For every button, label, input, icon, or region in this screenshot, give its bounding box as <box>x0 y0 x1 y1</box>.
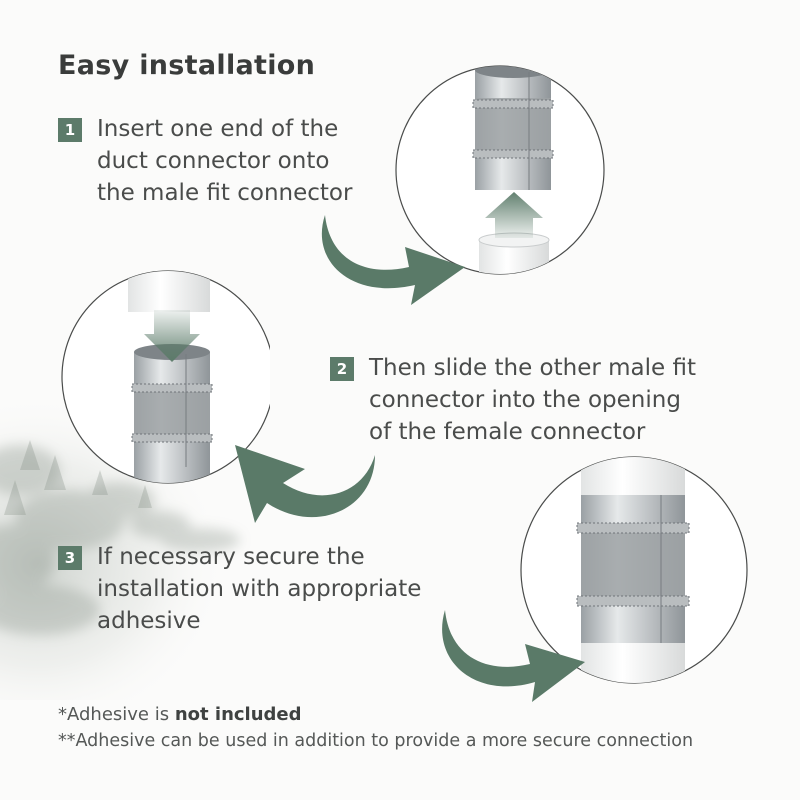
page-title: Easy installation <box>58 50 316 81</box>
step-3: 3 If necessary secure the installation w… <box>58 541 478 637</box>
curved-arrow-icon <box>235 445 375 523</box>
step-number-badge: 2 <box>330 357 354 381</box>
step-number-badge: 3 <box>58 546 82 570</box>
adhesive-note: *Adhesive is not included <box>58 704 302 725</box>
note-emphasis: not included <box>174 704 302 725</box>
step-text: Insert one end of the duct connector ont… <box>97 116 353 206</box>
step-text: Then slide the other male fit connector … <box>369 355 696 445</box>
adhesive-usage-note: **Adhesive can be used in addition to pr… <box>58 731 694 751</box>
step-text: If necessary secure the installation wit… <box>97 544 422 634</box>
curved-arrow-icon <box>321 215 465 305</box>
step-number-badge: 1 <box>58 118 82 142</box>
step2-illustration <box>61 270 270 484</box>
note-prefix: *Adhesive is <box>58 704 175 725</box>
step1-illustration <box>395 65 605 275</box>
step3-illustration <box>520 456 748 684</box>
curved-arrow-icon <box>442 610 585 702</box>
step-1: 1 Insert one end of the duct connector o… <box>58 113 388 209</box>
step-2: 2 Then slide the other male fit connecto… <box>330 352 750 448</box>
